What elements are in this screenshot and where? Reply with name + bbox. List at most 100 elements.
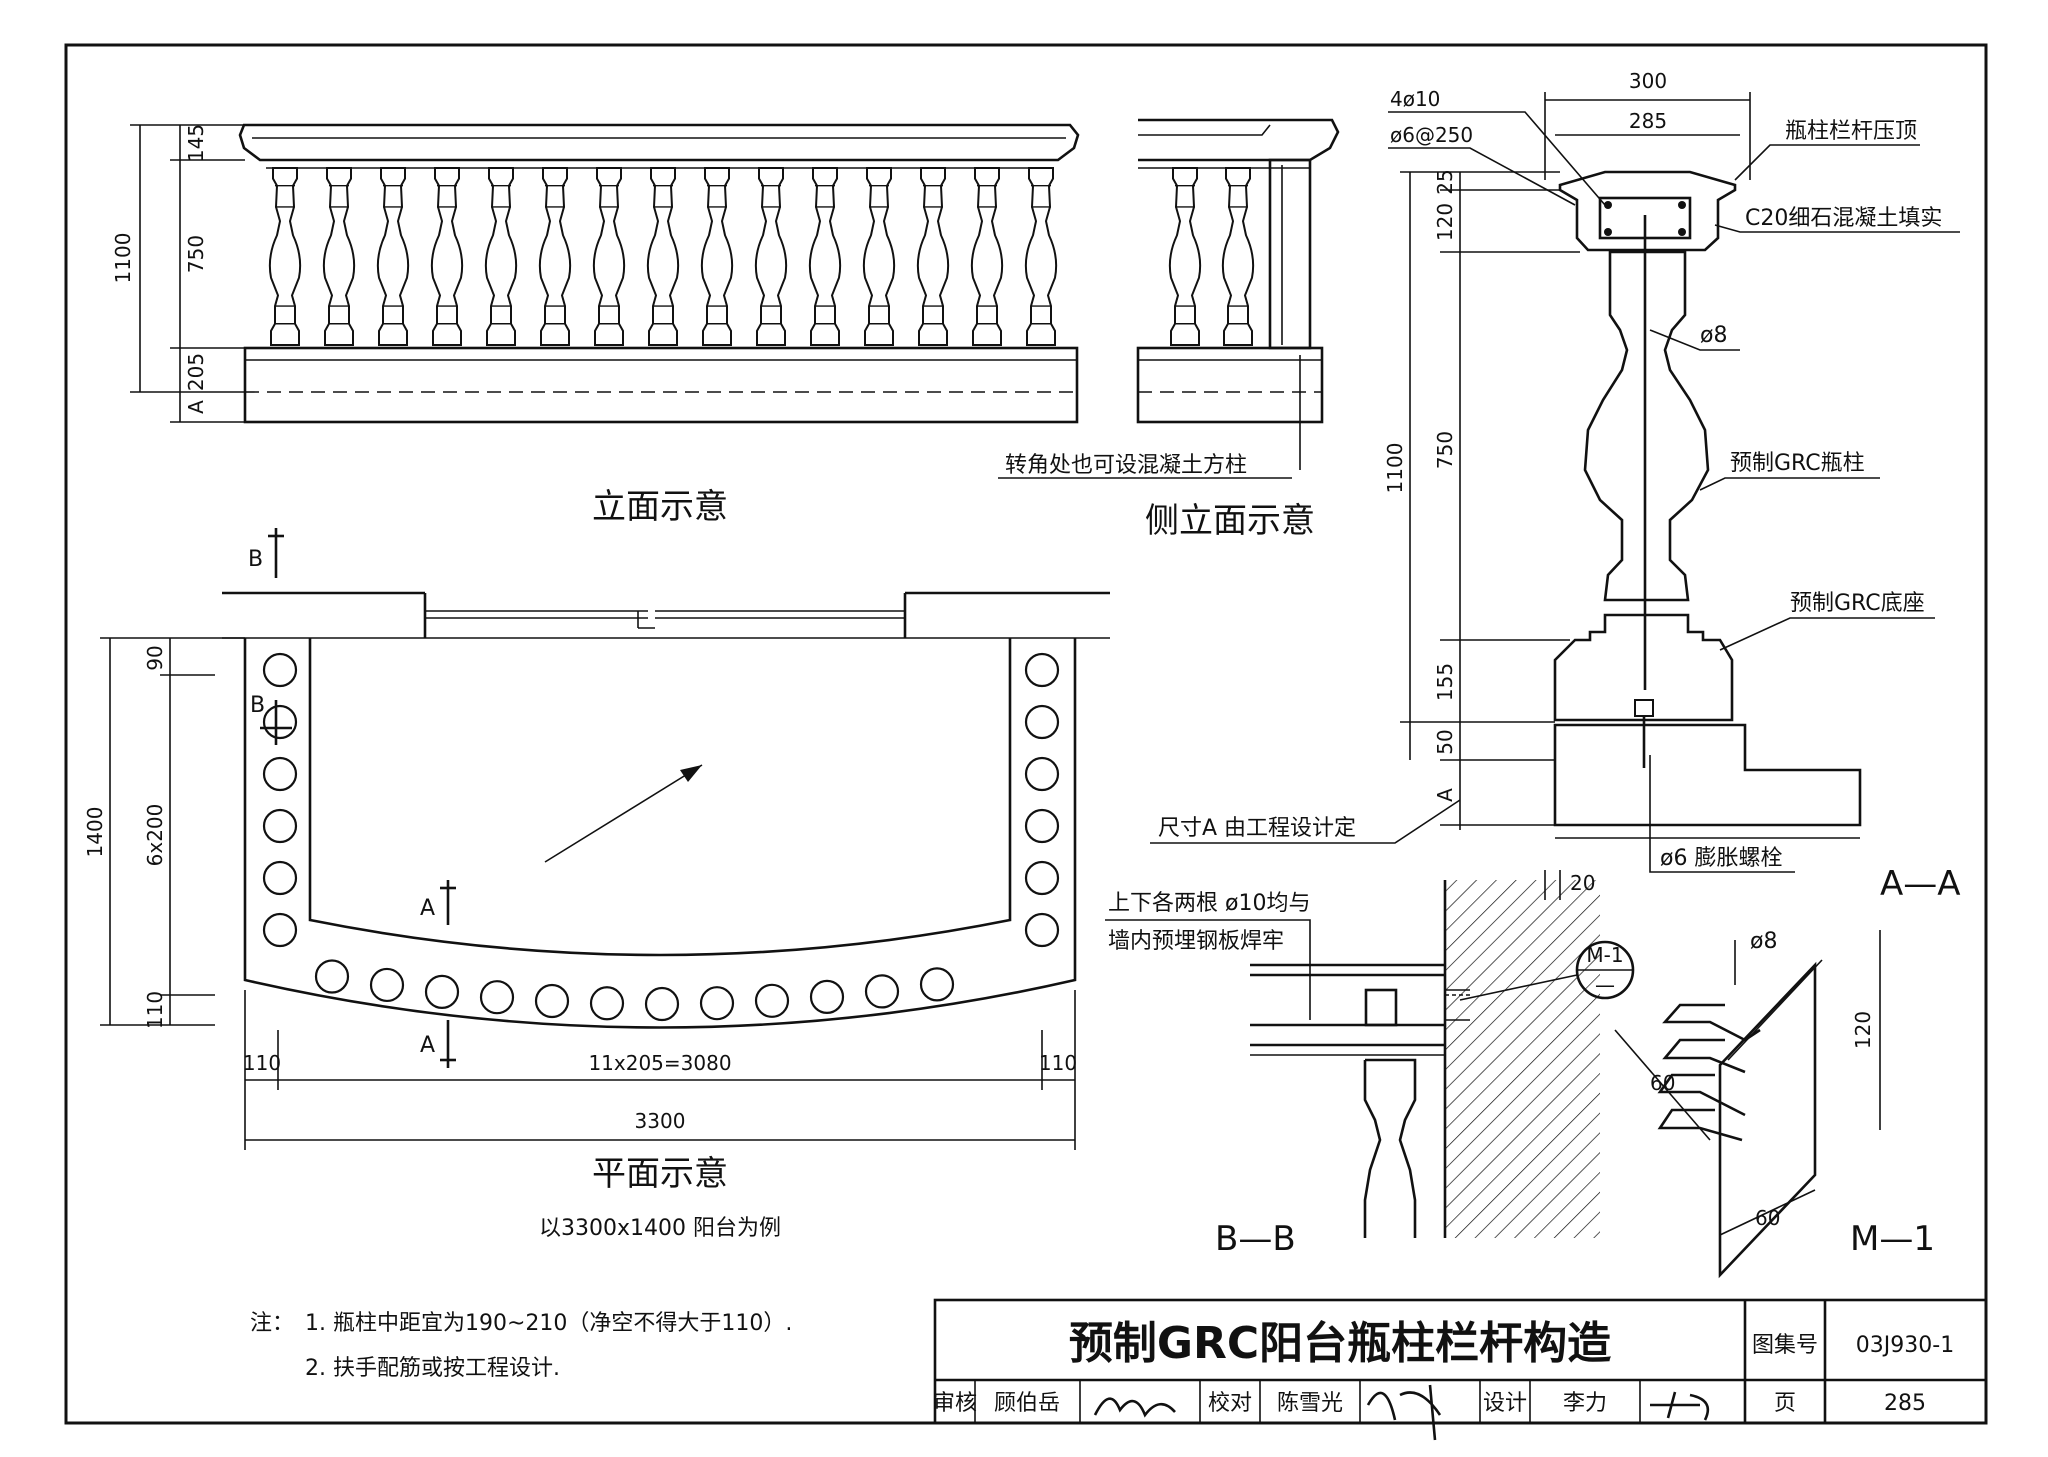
elevation-baluster (538, 167, 572, 346)
bb-tag-m1: M-1 (1586, 943, 1623, 967)
elevation-baluster (646, 167, 680, 346)
plan-baluster-hole (262, 652, 298, 688)
elev-dim-1100: 1100 (111, 233, 135, 284)
plan-dim-110-left: 110 (243, 1051, 281, 1075)
side-elevation-caption: 侧立面示意 (1145, 501, 1315, 541)
checker-signature (1366, 1384, 1442, 1441)
notes-line-1: 1. 瓶柱中距宜为190~210（净空不得大于110）. (305, 1311, 792, 1336)
notes-prefix: 注： (250, 1311, 294, 1336)
plan-subcaption: 以3300x1400 阳台为例 (539, 1216, 781, 1241)
page-label: 页 (1774, 1391, 1796, 1416)
elevation-baluster (862, 167, 896, 346)
plan-baluster-hole (589, 986, 625, 1021)
section-aa-drawing: 300 285 4ø10 ø6@250 25 120 750 155 50 A … (1150, 69, 1961, 904)
aa-dim-50: 50 (1433, 729, 1457, 754)
plan-baluster-hole (479, 980, 515, 1015)
plan-baluster-hole (1024, 860, 1060, 896)
section-aa-title: A—A (1880, 864, 1961, 904)
checker-name: 陈雪光 (1277, 1391, 1343, 1416)
plan-baluster-hole (809, 979, 845, 1014)
elev-dim-750: 750 (184, 235, 208, 273)
plan-dim-110-right: 110 (1039, 1051, 1077, 1075)
plan-baluster-hole (424, 974, 460, 1009)
bb-tag-sub: — (1595, 973, 1615, 997)
designer-label: 设计 (1483, 1391, 1527, 1416)
aa-dim-155: 155 (1433, 663, 1457, 701)
plan-baluster-hole (262, 912, 298, 948)
plan-baluster-hole (369, 967, 405, 1003)
reviewer-name: 顾伯岳 (994, 1391, 1060, 1416)
plan-baluster-hole (1024, 756, 1060, 792)
section-bb-title: B—B (1215, 1219, 1296, 1259)
corner-column-note: 转角处也可设混凝土方柱 (1005, 453, 1247, 478)
plan-caption: 平面示意 (592, 1154, 728, 1194)
plan-dim-90: 90 (143, 645, 167, 670)
notes: 注： 1. 瓶柱中距宜为190~210（净空不得大于110）. 2. 扶手配筋或… (250, 1311, 792, 1381)
plan-baluster-hole (314, 959, 350, 994)
elevation-baluster (754, 167, 788, 346)
baluster-row (268, 167, 1058, 346)
plan-baluster-hole (1024, 704, 1060, 740)
elevation-caption: 立面示意 (592, 487, 728, 527)
plan-section-b-side: B (250, 693, 265, 718)
elevation-baluster (268, 167, 302, 346)
aa-dim-750: 750 (1433, 431, 1457, 469)
plan-section-a-bottom: A (420, 1033, 435, 1058)
reviewer-signature (1093, 1397, 1176, 1418)
elev-dim-145: 145 (184, 124, 208, 162)
m1-dim-60-b: 60 (1755, 1206, 1780, 1230)
elevation-baluster (808, 167, 842, 346)
plan-baluster-hole (864, 974, 900, 1009)
section-bb-drawing: 上下各两根 ø10均与 墙内预埋钢板焊牢 20 M-1 — B—B (1105, 870, 1635, 1259)
plan-dim-11x205: 11x205=3080 (588, 1051, 731, 1075)
plan-baluster-hole (262, 808, 298, 844)
plan-baluster-hole (754, 983, 790, 1018)
page-number: 285 (1884, 1391, 1926, 1416)
atlas-number: 03J930-1 (1856, 1333, 1954, 1358)
elevation-baluster (484, 167, 518, 346)
designer-name: 李力 (1563, 1391, 1607, 1416)
plan-baluster-hole (262, 704, 298, 740)
plan-baluster-holes (262, 652, 1060, 1022)
elevation-baluster (700, 167, 734, 346)
sheet-border (64, 43, 1988, 1425)
m1-dim-60-a: 60 (1650, 1071, 1675, 1095)
atlas-label: 图集号 (1752, 1333, 1818, 1358)
m1-dim-120: 120 (1851, 1011, 1875, 1049)
plan-dim-6x200: 6x200 (143, 804, 167, 867)
aa-label-baluster: 预制GRC瓶柱 (1730, 451, 1865, 476)
bb-note-line1: 上下各两根 ø10均与 (1108, 891, 1310, 916)
designer-signature (1650, 1391, 1710, 1421)
side-baluster-row (1168, 167, 1255, 346)
reviewer-label: 审核 (933, 1391, 977, 1416)
aa-label-phi8: ø8 (1700, 323, 1727, 348)
bb-note-line2: 墙内预埋钢板焊牢 (1108, 929, 1284, 954)
bb-dim-20: 20 (1570, 871, 1595, 895)
elev-dim-a: A (184, 400, 208, 414)
plan-baluster-hole (1024, 652, 1060, 688)
plan-dim-1400: 1400 (83, 807, 107, 858)
aa-dim-285: 285 (1629, 109, 1667, 133)
side-elevation-baluster (1168, 167, 1202, 346)
detail-m1-title: M—1 (1850, 1219, 1935, 1259)
elevation-baluster (970, 167, 1004, 346)
plan-baluster-hole (1024, 912, 1060, 948)
aa-dim-1100: 1100 (1383, 443, 1407, 494)
elevation-baluster (430, 167, 464, 346)
aa-dim-300: 300 (1629, 69, 1667, 93)
elevation-baluster (322, 167, 356, 346)
elevation-baluster (916, 167, 950, 346)
elevation-baluster (1024, 167, 1058, 346)
plan-section-a-top: A (420, 896, 435, 921)
elevation-baluster (592, 167, 626, 346)
aa-dim-120: 120 (1433, 203, 1457, 241)
checker-label: 校对 (1208, 1391, 1252, 1416)
aa-label-bolt: ø6 膨胀螺栓 (1660, 846, 1782, 871)
aa-dim-25: 25 (1433, 169, 1457, 194)
plan-baluster-hole (534, 983, 570, 1019)
notes-line-2: 2. 扶手配筋或按工程设计. (305, 1356, 560, 1381)
aa-dim-a: A (1433, 788, 1457, 802)
plan-baluster-hole (699, 986, 735, 1021)
aa-label-dim-a: 尺寸A 由工程设计定 (1158, 816, 1356, 841)
